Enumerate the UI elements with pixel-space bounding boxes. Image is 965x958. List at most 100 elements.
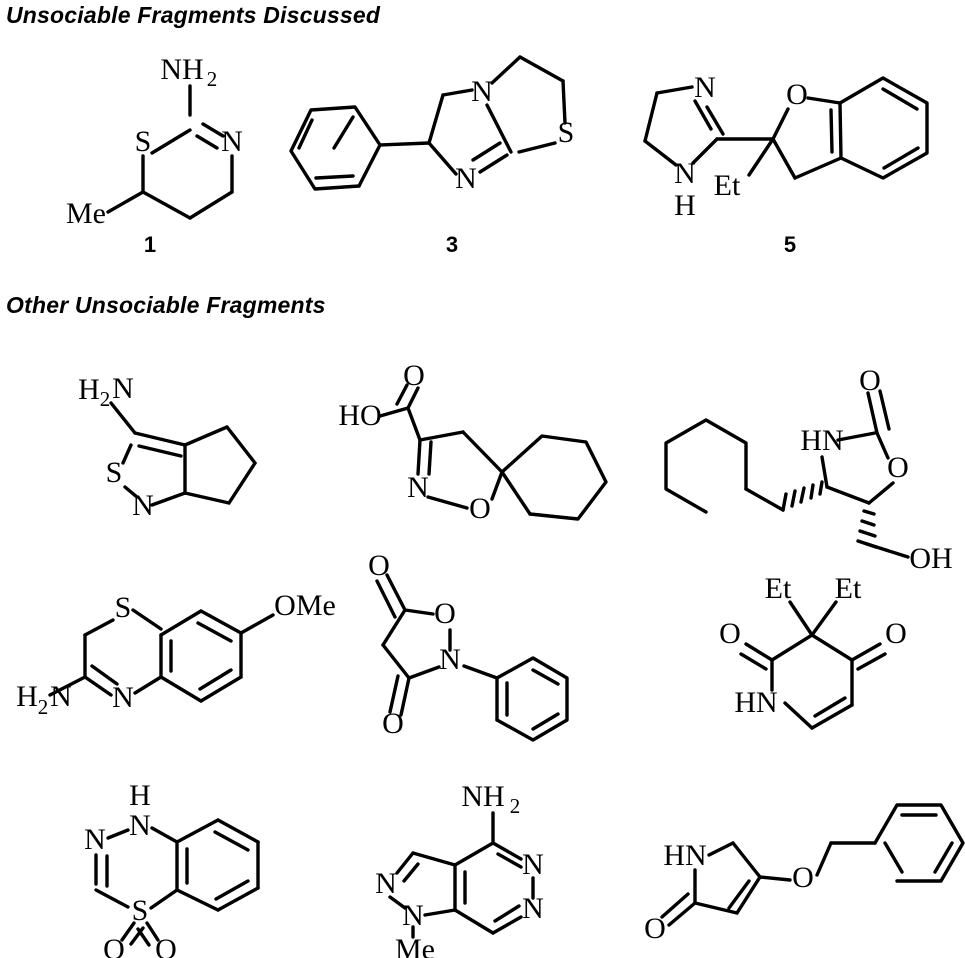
bond-c3a-cp1 bbox=[183, 425, 229, 447]
label-furan-oxygen: O bbox=[786, 78, 808, 111]
bond-c5-o-double-b bbox=[375, 579, 397, 619]
bond-benzo-5 bbox=[175, 888, 220, 912]
bond-c7a-c3a-inner bbox=[829, 108, 834, 154]
bond-c6-c5 bbox=[810, 703, 854, 730]
label-ethyl-left: Et bbox=[765, 572, 792, 605]
structure-amino-cyclopenta-isothiazole: H 2 N S N bbox=[78, 372, 257, 522]
bond-c3-nh2 bbox=[109, 401, 137, 435]
bond-ch2-oh bbox=[865, 542, 910, 559]
bond-c3-c2 bbox=[770, 633, 814, 662]
bond-c6-ch2 bbox=[427, 93, 445, 145]
bond-o-ch2 bbox=[815, 841, 833, 877]
bond-n6-c7-double bbox=[493, 904, 521, 923]
bond-c2-carbonyl-a bbox=[866, 391, 879, 435]
bond-c3-n bbox=[416, 438, 422, 476]
bond-c2-o bbox=[771, 107, 790, 141]
benzo-inner-1 bbox=[881, 87, 919, 111]
label-imine-nitrogen: N bbox=[694, 71, 716, 104]
bond-c4-n5 bbox=[491, 841, 523, 861]
label-amine-hydrogen: H bbox=[78, 373, 100, 406]
bond-c3-n-double bbox=[427, 440, 433, 476]
bond-c3a-c3 bbox=[411, 851, 457, 867]
bond-c3-s bbox=[94, 888, 130, 909]
bond-ch2a-ch2b bbox=[518, 55, 565, 83]
bond-c3-s bbox=[121, 443, 133, 465]
bond-s-c7a bbox=[517, 141, 557, 154]
phenyl-ring bbox=[495, 656, 569, 742]
bond-c6-c5-double bbox=[813, 696, 847, 718]
phenyl-inner-3 bbox=[531, 712, 560, 731]
label-hydroxyl: HO bbox=[338, 399, 381, 432]
benzo-inner-2 bbox=[882, 146, 920, 170]
phenyl-inner-3 bbox=[883, 841, 904, 874]
bond-s-o-right-a bbox=[145, 921, 160, 942]
bond-c6-phenyl bbox=[378, 141, 431, 147]
bond-c4-n5-double bbox=[496, 852, 523, 869]
bond-c4-c3 bbox=[418, 430, 465, 442]
bond-c3-n-double bbox=[90, 664, 119, 686]
phenyl-ring bbox=[873, 803, 965, 883]
bond-c2-o-a bbox=[744, 642, 774, 662]
bond-n-c8a bbox=[133, 675, 163, 695]
label-amine: NH bbox=[160, 53, 203, 86]
bond-benzo-inner-2 bbox=[196, 621, 233, 643]
bond-c4-c6 bbox=[141, 190, 192, 220]
label-oxygen-right: O bbox=[885, 617, 907, 650]
bond-c7-c7a bbox=[453, 908, 495, 935]
bond-c2-o-b bbox=[660, 892, 690, 919]
bond-o-c5 bbox=[490, 470, 504, 501]
phenyl-inner-1 bbox=[332, 115, 355, 150]
cyclohexane-close bbox=[500, 470, 532, 516]
bond-c4-c3-double bbox=[727, 879, 751, 910]
phenyl-inner-2 bbox=[531, 668, 560, 686]
compound-number-3: 3 bbox=[445, 232, 459, 257]
label-bottom-oxygen: O bbox=[382, 707, 404, 740]
label-amine-subscript: 2 bbox=[510, 794, 521, 818]
structure-amino-pyrazolo-pyridazine: NH 2 N N N N Me bbox=[375, 780, 544, 958]
label-nitrogen: N bbox=[132, 489, 154, 522]
bond-c2-o-b bbox=[739, 652, 768, 671]
section-header-other: Other Unsociable Fragments bbox=[6, 292, 326, 318]
label-sulfur: S bbox=[132, 894, 149, 927]
bond-n2-c3 bbox=[407, 665, 441, 680]
bond-c2-n bbox=[201, 122, 225, 138]
bond-c7a-n-imine-double bbox=[471, 141, 502, 162]
bond-c3-et-left bbox=[788, 600, 814, 637]
label-oxygen-left: O bbox=[719, 617, 741, 650]
bond-c4-c3 bbox=[810, 633, 854, 662]
bond-nh-c2 bbox=[691, 137, 719, 165]
bond-s-c2 bbox=[150, 128, 192, 155]
bond-n-c2-double bbox=[705, 105, 725, 136]
bond-benzo-inner-3 bbox=[214, 879, 250, 901]
bond-c3-c3a bbox=[133, 431, 187, 447]
bond-cooh-o-double-a bbox=[406, 386, 420, 410]
label-n-methylated: N bbox=[402, 899, 424, 932]
bond-nh-c4a bbox=[150, 826, 179, 844]
bond-ch2b-s bbox=[561, 79, 567, 125]
bond-s-o-left-a bbox=[120, 921, 136, 942]
bond-c5-o1 bbox=[403, 608, 435, 616]
label-amine-hydrogen: H bbox=[16, 680, 38, 713]
label-carbonyl-oxygen: O bbox=[859, 364, 881, 397]
structure-benzyloxy-pyrrolone: HN O O bbox=[644, 803, 965, 945]
bond-c6-me bbox=[106, 190, 145, 214]
phenyl-close bbox=[357, 143, 382, 188]
bond-c7a-c3a bbox=[838, 101, 843, 160]
label-amine-subscript: 2 bbox=[207, 67, 218, 91]
bond-n2-n1 bbox=[388, 895, 407, 910]
bond-ch2-n bbox=[441, 88, 474, 97]
label-ring-oxygen: O bbox=[469, 492, 491, 525]
label-carbonyl-oxygen: O bbox=[644, 912, 666, 945]
label-amine: NH bbox=[461, 780, 504, 813]
bond-cp3-c7a bbox=[183, 491, 231, 505]
bond-ch2-ch2 bbox=[643, 91, 659, 143]
label-sulfur: S bbox=[558, 116, 575, 149]
bond-o-c7a bbox=[806, 96, 842, 105]
bond-ch2-cyclohexyl bbox=[744, 487, 785, 512]
label-carbonyl-oxygen: O bbox=[403, 359, 425, 392]
label-bridge-nitrogen: N bbox=[471, 75, 493, 108]
bond-cp1-cp2 bbox=[225, 425, 257, 465]
bond-c5-o-double-a bbox=[385, 573, 407, 612]
label-amine-hydrogen: H bbox=[674, 189, 696, 222]
bond-c4-c5 bbox=[381, 608, 407, 647]
